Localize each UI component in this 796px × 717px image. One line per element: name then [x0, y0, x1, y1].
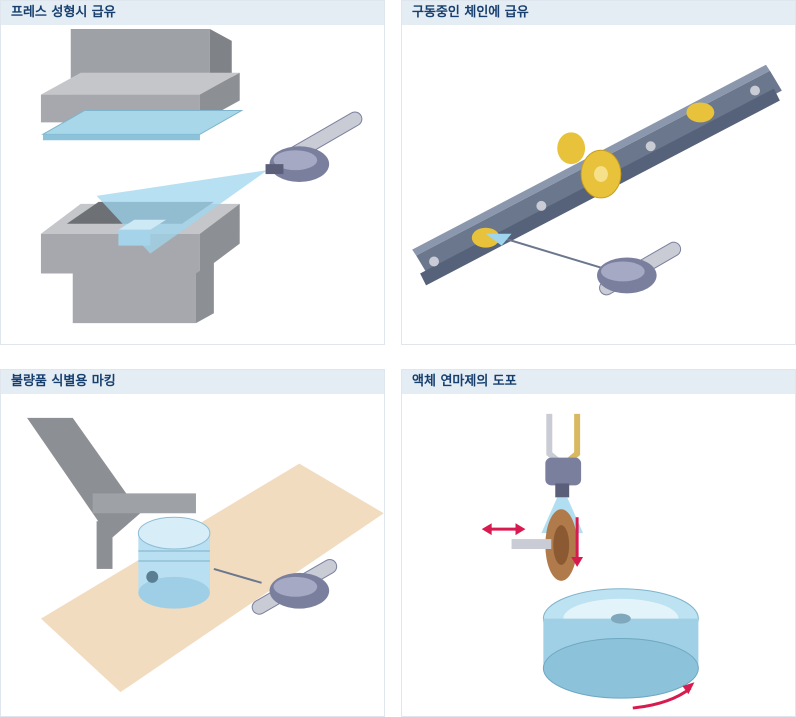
panel-defect-marking: 불량품 식별용 마킹	[0, 369, 385, 717]
panel-abrasive-application: 액체 연마제의 도포	[401, 369, 796, 717]
press-forming-illustration	[1, 25, 384, 344]
chain-illustration	[402, 25, 795, 344]
panel-title: 구동중인 체인에 급유	[402, 1, 795, 25]
abrasive-illustration	[402, 394, 795, 716]
panel-title: 불량품 식별용 마킹	[1, 370, 384, 394]
panel-press-lubrication: 프레스 성형시 급유	[0, 0, 385, 345]
panel-title: 액체 연마제의 도포	[402, 370, 795, 394]
marking-illustration	[1, 394, 384, 716]
panel-chain-lubrication: 구동중인 체인에 급유	[401, 0, 796, 345]
panel-title: 프레스 성형시 급유	[1, 1, 384, 25]
